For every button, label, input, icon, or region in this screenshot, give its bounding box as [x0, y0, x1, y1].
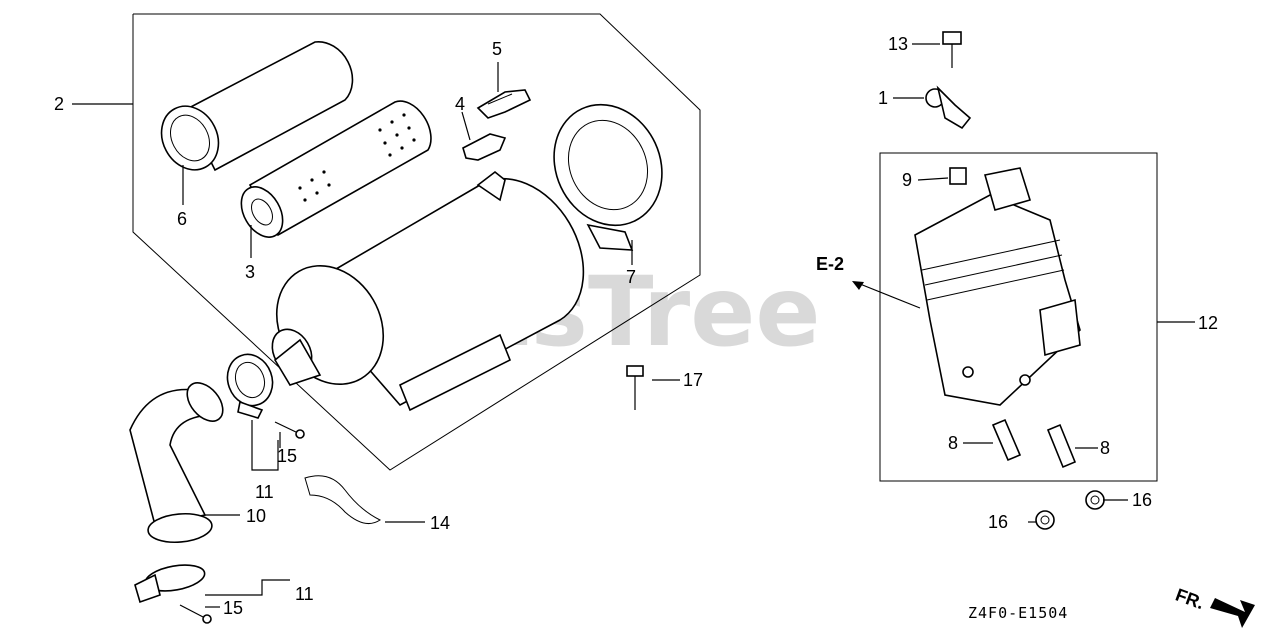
diagram-code: Z4F0-E1504 — [968, 604, 1068, 622]
stay-bolt[interactable] — [942, 31, 962, 68]
air-cleaner-case[interactable] — [256, 170, 585, 412]
collar[interactable] — [949, 167, 967, 185]
callout-14[interactable]: 14 — [430, 513, 450, 533]
callout-16-left[interactable]: 16 — [988, 512, 1008, 532]
rubber-spacer-left[interactable] — [991, 418, 1022, 462]
intake-elbow-hose[interactable] — [129, 376, 230, 545]
flange-nut-left[interactable] — [1035, 510, 1055, 530]
air-cleaner-group-outline — [132, 13, 701, 471]
clip-upper[interactable] — [476, 89, 532, 119]
callout-3[interactable]: 3 — [245, 262, 255, 282]
callout-11-lower[interactable]: 11 — [295, 584, 314, 604]
callout-15-lower[interactable]: 15 — [223, 598, 243, 618]
callout-8-left[interactable]: 8 — [948, 433, 958, 453]
outer-filter-element[interactable] — [151, 40, 354, 180]
callout-12[interactable]: 12 — [1198, 313, 1218, 333]
callout-4[interactable]: 4 — [455, 94, 465, 114]
callout-6[interactable]: 6 — [177, 209, 187, 229]
flange-bolt[interactable] — [626, 365, 644, 410]
air-cleaner-cover[interactable] — [535, 87, 682, 251]
flange-nut-right[interactable] — [1085, 490, 1105, 510]
inner-filter-element[interactable] — [233, 100, 432, 244]
wire-clip[interactable] — [304, 475, 381, 525]
resonator-group-outline — [879, 152, 1158, 482]
callout-17[interactable]: 17 — [683, 370, 703, 390]
callout-5[interactable]: 5 — [492, 39, 502, 59]
callout-16-right[interactable]: 16 — [1132, 490, 1152, 510]
reference-label[interactable]: E-2 — [816, 254, 844, 274]
clamp-screw-lower[interactable] — [179, 604, 212, 624]
leader-lines — [72, 43, 1195, 608]
stay-bracket[interactable] — [925, 85, 972, 130]
callout-9[interactable]: 9 — [902, 170, 912, 190]
callout-1[interactable]: 1 — [878, 88, 888, 108]
rubber-spacer-right[interactable] — [1046, 423, 1077, 469]
hose-clamp-upper[interactable] — [220, 348, 279, 419]
reference-arrow — [852, 281, 921, 309]
resonator-chamber[interactable] — [914, 167, 1081, 406]
callout-7[interactable]: 7 — [626, 267, 636, 287]
callout-2[interactable]: 2 — [54, 94, 64, 114]
clamp-screw-upper[interactable] — [274, 421, 305, 439]
callout-13[interactable]: 13 — [888, 34, 908, 54]
direction-label: FR. — [1173, 585, 1207, 614]
callout-15-upper[interactable]: 15 — [277, 446, 297, 466]
callout-11-upper[interactable]: 11 — [255, 482, 274, 502]
hose-clamp-lower[interactable] — [134, 561, 207, 604]
clip-lower[interactable] — [462, 133, 507, 161]
front-direction-arrow-icon — [1210, 598, 1255, 628]
callout-10[interactable]: 10 — [246, 506, 266, 526]
callout-8-right[interactable]: 8 — [1100, 438, 1110, 458]
